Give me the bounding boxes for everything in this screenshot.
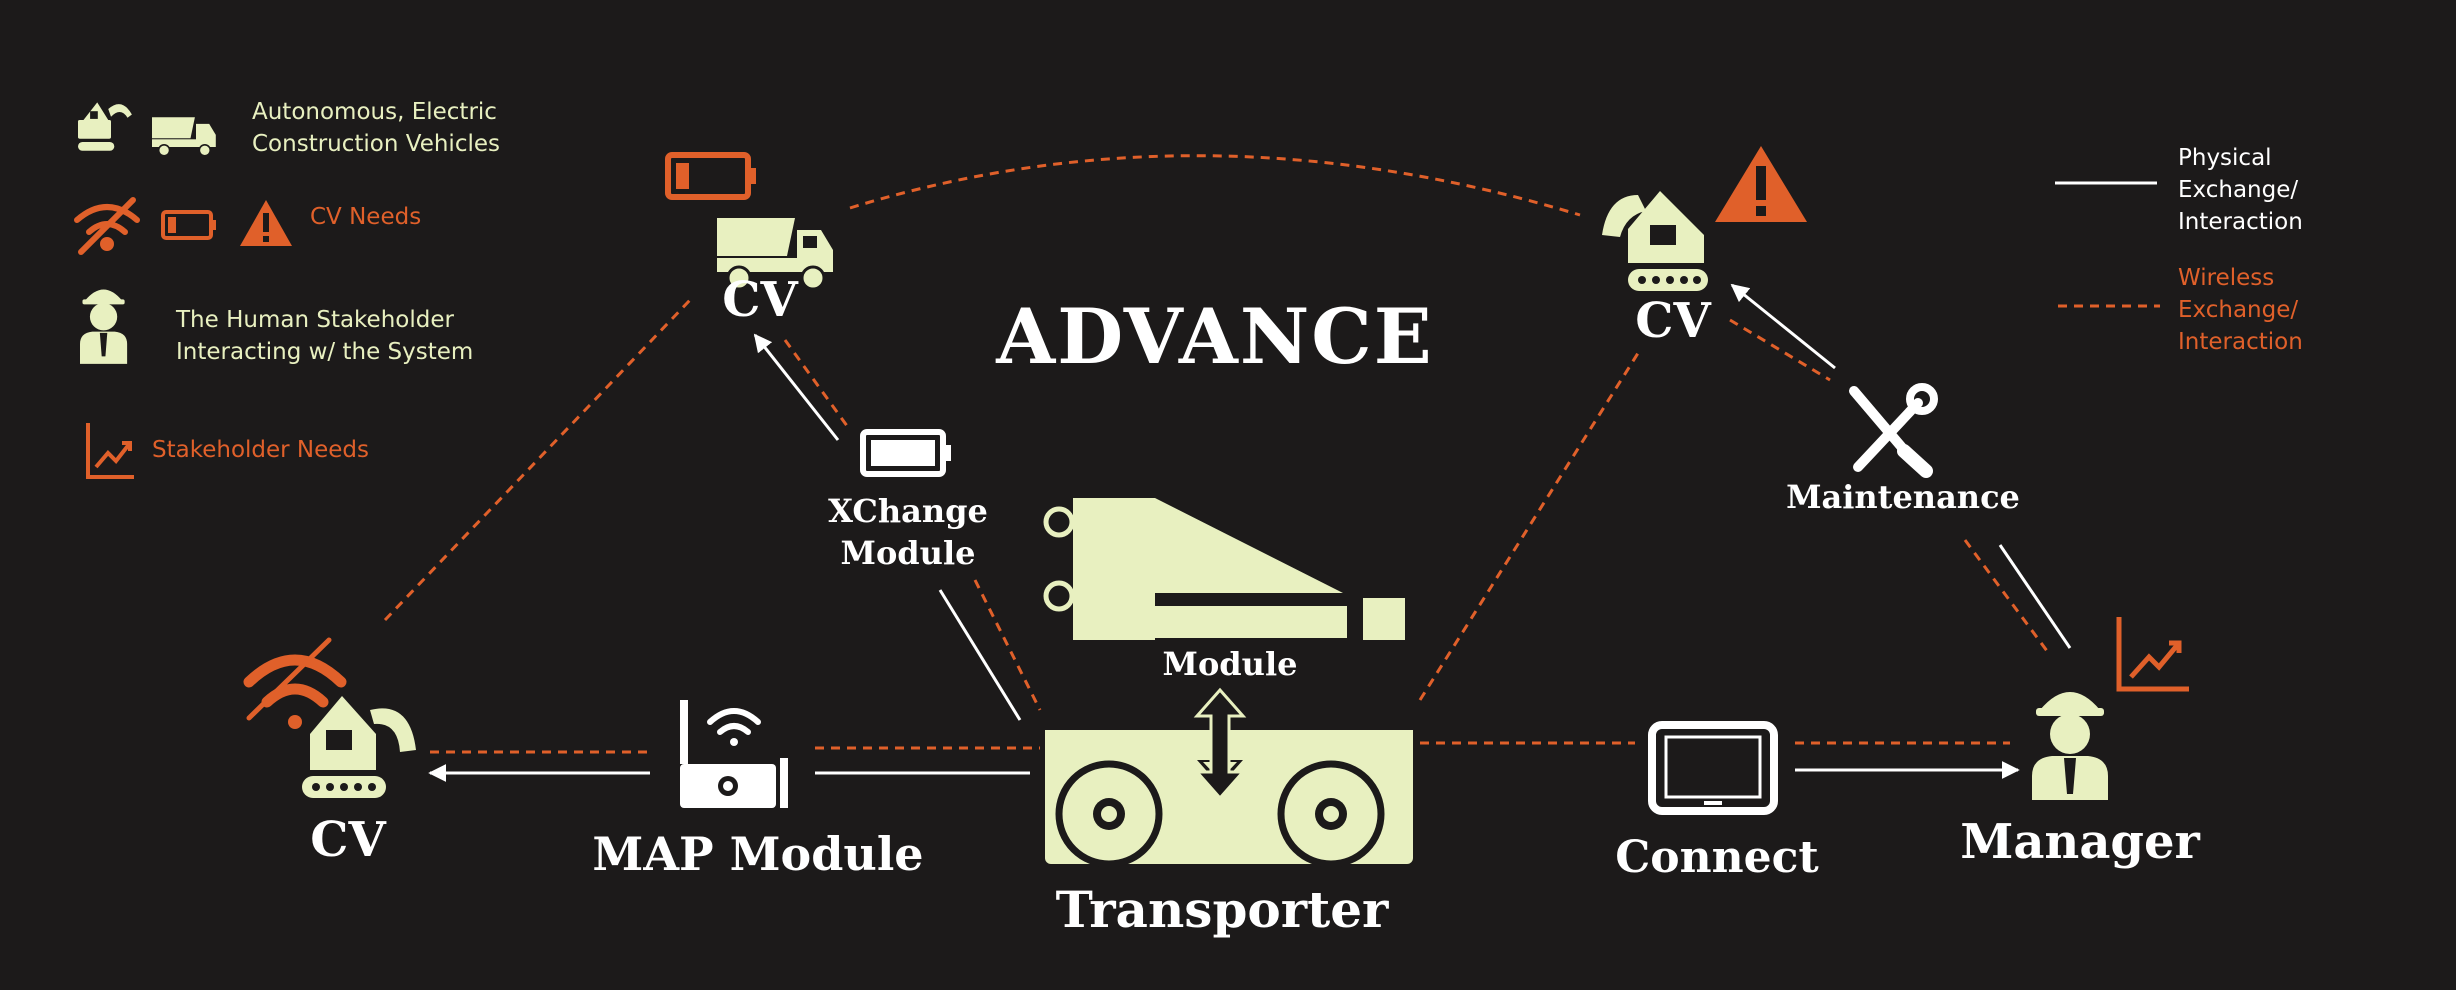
xchange-label-line2: Module: [840, 534, 976, 572]
wireless-maintenance-to-manager: [1963, 539, 2052, 656]
connect-label: Connect: [1615, 832, 1819, 883]
maintenance-label: Maintenance: [1786, 478, 2020, 516]
transporter-label: Transporter: [1055, 880, 1389, 939]
wireless-arc-top: [849, 154, 1581, 217]
legend-dump-truck-icon: [152, 117, 216, 157]
cv-top-right-label: CV: [1635, 293, 1711, 349]
low-battery-icon: [665, 152, 756, 200]
cv-top-right-excavator-icon: [1602, 191, 1708, 291]
map-robot-icon: [680, 700, 788, 808]
cv-top-left-label: CV: [722, 272, 798, 328]
physical-xchange-to-cv-top: [753, 333, 840, 441]
legend-vehicles-line1: Autonomous, Electric: [252, 99, 497, 125]
manager-needs-icon: [2116, 617, 2189, 692]
legend-vehicles-text: Autonomous, Electric Construction Vehicl…: [252, 96, 500, 160]
manager-worker-icon: [2032, 692, 2108, 800]
legend-wireless-line2: Exchange/: [2178, 297, 2299, 323]
legend-vehicles-line2: Construction Vehicles: [252, 131, 500, 157]
physical-manager-to-maintenance: [1998, 544, 2072, 649]
physical-connections: [428, 181, 2157, 782]
module-lift-arrow-icon: [1193, 687, 1247, 801]
cv-top-left-dump-truck-icon: [717, 218, 833, 291]
physical-transporter-to-xchange: [938, 589, 1022, 721]
cv-bottom-left-label: CV: [310, 812, 386, 868]
legend-worker-icon: [80, 289, 128, 364]
legend-human-line1: The Human Stakeholder: [176, 307, 454, 333]
map-module-label: MAP Module: [592, 827, 924, 881]
legend-human-text: The Human Stakeholder Interacting w/ the…: [176, 304, 473, 368]
legend-stakeholder-needs-icon: [86, 423, 134, 479]
manager-label: Manager: [1960, 814, 2200, 870]
wireless-cv-left-to-cv-top: [383, 298, 692, 622]
wireless-connections: [383, 154, 2052, 754]
legend-physical-line1: Physical: [2178, 145, 2272, 171]
diagram-title: ADVANCE: [996, 292, 1434, 381]
legend-low-battery-icon: [161, 210, 216, 240]
cv-bottom-left-excavator-icon: [302, 696, 416, 798]
legend-physical-line3: Interaction: [2178, 209, 2303, 235]
wireless-xchange-to-transporter: [973, 579, 1042, 711]
legend-warning-icon: [240, 200, 292, 246]
legend-wireless-line1: Wireless: [2178, 265, 2275, 291]
legend-stakeholder-needs-text: Stakeholder Needs: [152, 437, 370, 463]
legend-wireless-text: Wireless Exchange/ Interaction: [2178, 262, 2303, 358]
module-label: Module: [1162, 645, 1298, 683]
wireless-cv-top-to-xchange: [783, 339, 852, 431]
xchange-label-line1: XChange: [828, 492, 988, 530]
legend-excavator-icon: [78, 102, 132, 151]
physical-maintenance-to-cv-right: [1730, 283, 1836, 370]
xchange-module-label: XChange Module: [828, 490, 988, 574]
legend-wireless-line3: Interaction: [2178, 329, 2303, 355]
wifi-off-icon: [243, 637, 347, 729]
legend-human-line2: Interacting w/ the System: [176, 339, 474, 365]
module-icon: [1043, 498, 1405, 640]
wireless-transporter-to-cv-right: [1418, 349, 1642, 701]
legend-physical-line2: Exchange/: [2178, 177, 2299, 203]
legend-physical-text: Physical Exchange/ Interaction: [2178, 142, 2303, 238]
cv-top-right-warning-icon: [1715, 146, 1807, 222]
wireless-cv-right-to-maintenance: [1729, 318, 1831, 382]
legend-wifi-off-icon: [74, 197, 140, 255]
maintenance-tools-icon: [1849, 383, 1938, 478]
legend-cv-needs-text: CV Needs: [310, 204, 422, 230]
connect-tablet-icon: [1648, 721, 1778, 815]
xchange-battery-icon: [860, 429, 951, 477]
